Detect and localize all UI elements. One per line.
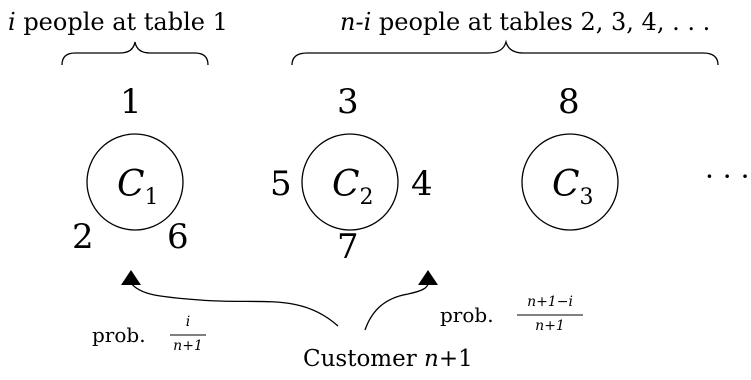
table-3-label: C3 xyxy=(552,164,594,210)
seat-4: 4 xyxy=(411,164,433,204)
arrowhead-table-2 xyxy=(418,270,438,285)
table-2-label: C2 xyxy=(332,164,374,210)
left-brace xyxy=(61,41,209,66)
ellipsis: · · · xyxy=(705,160,750,193)
svg-text:n+1: n+1 xyxy=(535,318,565,334)
seat-3: 3 xyxy=(337,82,359,122)
table-1-circle xyxy=(86,133,184,231)
arrow-to-table-2 xyxy=(364,282,429,331)
seat-5: 5 xyxy=(270,164,292,204)
header-left-label: i people at table 1 xyxy=(8,8,228,36)
svg-text:prob.: prob. xyxy=(92,323,146,347)
prob-left-label: prob. i n+1 xyxy=(92,314,206,354)
seat-6: 6 xyxy=(167,217,189,257)
table-3-circle xyxy=(521,133,619,231)
seat-8: 8 xyxy=(558,82,580,122)
table-2: C2 3 5 4 7 xyxy=(270,82,433,267)
seat-2: 2 xyxy=(72,217,94,257)
table-2-circle xyxy=(301,133,399,231)
prob-right-label: prob. n+1−i n+1 xyxy=(440,294,583,334)
seat-1: 1 xyxy=(120,82,142,122)
arrow-to-table-1 xyxy=(130,282,339,327)
customer-label: Customer n+1 xyxy=(303,346,473,372)
table-1-label: C1 xyxy=(117,164,159,210)
svg-text:i: i xyxy=(186,314,190,330)
right-brace xyxy=(291,39,719,66)
svg-text:prob.: prob. xyxy=(440,303,494,327)
seat-7: 7 xyxy=(337,227,359,267)
table-1: C1 1 2 6 xyxy=(72,82,189,257)
header-right-label: n-i people at tables 2, 3, 4, . . . xyxy=(340,8,710,36)
table-3: C3 8 xyxy=(521,82,619,231)
svg-text:n+1−i: n+1−i xyxy=(527,294,573,310)
svg-text:n+1: n+1 xyxy=(173,338,203,354)
arrowhead-table-1 xyxy=(121,270,141,285)
